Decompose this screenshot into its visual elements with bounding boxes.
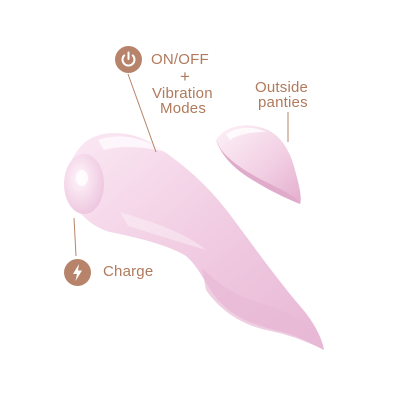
outside-cap-edge xyxy=(216,140,300,204)
device-body xyxy=(67,132,325,350)
plus-label: + xyxy=(180,67,191,86)
outside-cap xyxy=(216,125,301,204)
body-sheen xyxy=(120,212,206,250)
outside-label: Outside xyxy=(255,79,309,96)
charge-leader-line xyxy=(73,217,77,257)
button-highlight xyxy=(76,170,88,186)
onoff-label: ON/OFF xyxy=(151,51,209,68)
modes-label: Modes xyxy=(160,100,207,117)
device-tail-shade xyxy=(202,268,324,350)
lightning-bolt-icon xyxy=(64,259,91,286)
power-icon xyxy=(115,46,142,73)
panties-label: panties xyxy=(258,94,308,111)
outside-cap-highlight xyxy=(226,127,266,140)
vibration-label: Vibration xyxy=(152,85,213,102)
charge-label: Charge xyxy=(103,263,154,280)
power-leader-line xyxy=(127,73,157,153)
body-highlight xyxy=(98,136,166,152)
